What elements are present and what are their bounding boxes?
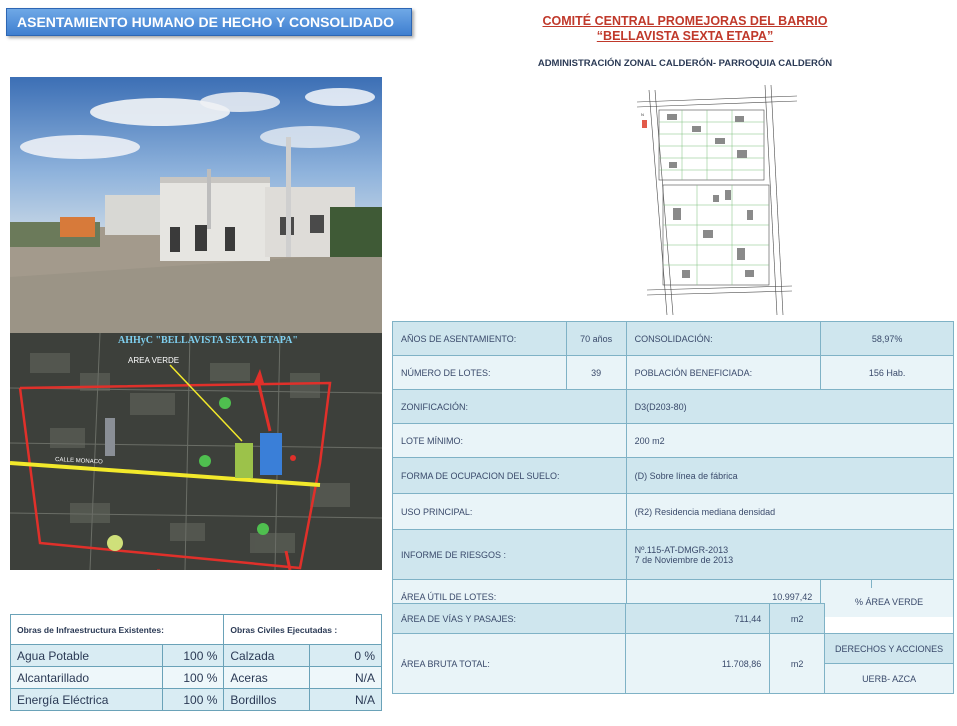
lotes-value: 39 (565, 355, 627, 390)
area-vias-value: 711,44 (625, 603, 771, 634)
anos-value: 70 años (565, 321, 627, 356)
area-bruta-unit: m2 (769, 633, 826, 694)
riesgos-number: Nº.115-AT-DMGR-2013 (634, 544, 729, 555)
table-row: UERB- AZCA (393, 663, 954, 694)
table-row: USO PRINCIPAL: (R2) Residencia mediana d… (392, 493, 955, 530)
riesgos-label: INFORME DE RIESGOS : (392, 529, 627, 580)
anos-label: AÑOS DE ASENTAMIENTO: (392, 321, 567, 356)
area-table: ÁREA DE VÍAS Y PASAJES: 711,44 m2 % ÁREA… (391, 587, 954, 694)
riesgos-date: 7 de Noviembre de 2013 (634, 554, 734, 565)
infra-name: Alcantarillado (10, 666, 163, 689)
aerial-map-title: AHHyC "BELLAVISTA SEXTA ETAPA" (118, 335, 298, 346)
infrastructure-header: Obras de Infraestructura Existentes: Obr… (9, 614, 382, 645)
poblacion-label: POBLACIÓN BENEFICIADA: (625, 355, 822, 390)
infrastructure-header-left: Obras de Infraestructura Existentes: (9, 614, 225, 645)
infra-pct: 100 % (161, 688, 225, 711)
civil-name: Calzada (223, 644, 311, 667)
table-row: LOTE MÍNIMO: 200 m2 (392, 423, 955, 458)
svg-text:N: N (641, 112, 644, 117)
area-bruta-label: ÁREA BRUTA TOTAL: (391, 633, 627, 694)
infra-pct: 100 % (161, 666, 225, 689)
table-row: FORMA DE OCUPACION DEL SUELO: (D) Sobre … (392, 457, 955, 494)
page-banner: ASENTAMIENTO HUMANO DE HECHO Y CONSOLIDA… (6, 8, 412, 36)
consolidacion-value: 58,97% (820, 321, 954, 356)
poblacion-value: 156 Hab. (820, 355, 954, 390)
derechos-label: DERECHOS Y ACCIONES (824, 633, 954, 664)
site-plan-drawing: N (636, 80, 798, 322)
forma-label: FORMA DE OCUPACION DEL SUELO: (392, 457, 627, 494)
aerial-map: AHHyC "BELLAVISTA SEXTA ETAPA" AREA VERD… (10, 333, 382, 570)
zonificacion-label: ZONIFICACIÓN: (392, 389, 627, 424)
committee-title: COMITÉ CENTRAL PROMEJORAS DEL BARRIO “BE… (480, 14, 890, 44)
zonificacion-value: D3(D203-80) (625, 389, 955, 424)
table-row: AÑOS DE ASENTAMIENTO: 70 años CONSOLIDAC… (392, 321, 954, 356)
table-row: ZONIFICACIÓN: D3(D203-80) (392, 389, 955, 424)
uerb-label: UERB- AZCA (824, 663, 954, 694)
street-photo (10, 77, 382, 333)
infra-name: Energía Eléctrica (10, 688, 163, 711)
infrastructure-table: Obras de Infraestructura Existentes: Obr… (9, 614, 382, 711)
forma-value: (D) Sobre línea de fábrica (625, 457, 955, 494)
area-vias-label: ÁREA DE VÍAS Y PASAJES: (391, 603, 627, 634)
settlement-info-table: AÑOS DE ASENTAMIENTO: 70 años CONSOLIDAC… (392, 321, 955, 615)
table-row: ÁREA BRUTA TOTAL: 11.708,86 m2 DERECHOS … (391, 633, 954, 694)
table-row: INFORME DE RIESGOS : Nº.115-AT-DMGR-2013… (392, 529, 955, 580)
infra-name: Agua Potable (10, 644, 163, 667)
civil-value: N/A (309, 688, 382, 711)
committee-line-1: COMITÉ CENTRAL PROMEJORAS DEL BARRIO (542, 14, 828, 28)
infra-pct: 100 % (161, 644, 225, 667)
table-row: Alcantarillado 100 % Aceras N/A (10, 666, 382, 689)
table-row: Energía Eléctrica 100 % Bordillos N/A (10, 688, 382, 711)
area-bruta-value: 11.708,86 (625, 633, 771, 694)
infrastructure-header-right: Obras Civiles Ejecutadas : (223, 614, 382, 645)
consolidacion-label: CONSOLIDACIÓN: (625, 321, 822, 356)
civil-value: N/A (309, 666, 382, 689)
street-map-label: CALLE MONACO (55, 457, 103, 466)
civil-value: 0 % (309, 644, 382, 667)
riesgos-value: Nº.115-AT-DMGR-2013 7 de Noviembre de 20… (625, 529, 955, 580)
lote-minimo-value: 200 m2 (625, 423, 955, 458)
committee-line-2: “BELLAVISTA SEXTA ETAPA” (596, 29, 774, 43)
administration-subtitle: ADMINISTRACIÓN ZONAL CALDERÓN- PARROQUIA… (537, 58, 833, 69)
table-row: Agua Potable 100 % Calzada 0 % (10, 644, 382, 667)
lote-minimo-label: LOTE MÍNIMO: (392, 423, 627, 458)
lotes-label: NÚMERO DE LOTES: (392, 355, 567, 390)
uso-label: USO PRINCIPAL: (392, 493, 627, 530)
area-verde-map-label: AREA VERDE (128, 356, 179, 365)
table-row: ÁREA DE VÍAS Y PASAJES: 711,44 m2 % ÁREA… (391, 587, 954, 634)
area-vias-unit: m2 (769, 603, 826, 634)
table-row: NÚMERO DE LOTES: 39 POBLACIÓN BENEFICIAD… (392, 355, 954, 390)
civil-name: Bordillos (223, 688, 311, 711)
area-verde-label: % ÁREA VERDE (824, 587, 954, 618)
civil-name: Aceras (223, 666, 311, 689)
uso-value: (R2) Residencia mediana densidad (625, 493, 955, 530)
